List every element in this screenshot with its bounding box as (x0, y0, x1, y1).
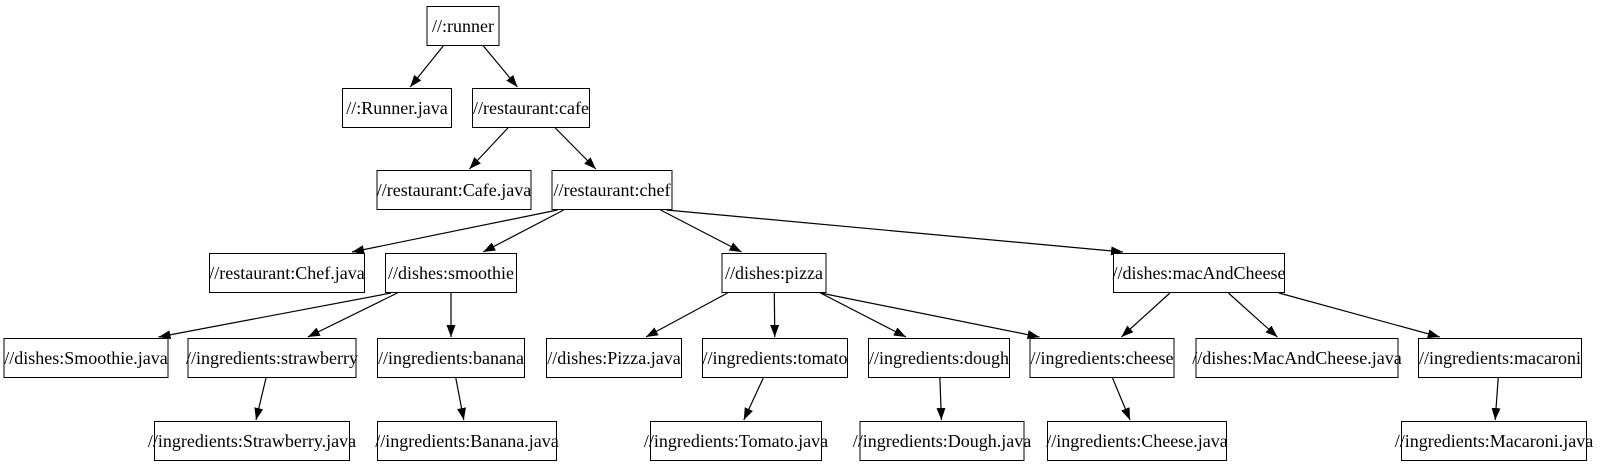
edge-mac-and-cheese-to-cheese (1120, 292, 1171, 338)
edge-mac-and-cheese-to-mac-and-cheese-java (1227, 292, 1278, 338)
node-dough: //ingredients:dough (868, 338, 1010, 378)
node-smoothie: //dishes:smoothie (385, 253, 517, 293)
node-dough-java: //ingredients:Dough.java (853, 421, 1031, 461)
edge-cafe-to-chef (554, 127, 597, 170)
edge-pizza-to-dough (820, 292, 907, 338)
node-strawberry-java: //ingredients:Strawberry.java (148, 421, 356, 461)
edge-pizza-to-pizza-java (645, 292, 728, 338)
node-cheese: //ingredients:cheese (1029, 338, 1175, 378)
edge-mac-and-cheese-to-macaroni (1278, 292, 1440, 339)
edge-smoothie-to-strawberry (307, 292, 398, 338)
edge-chef-to-smoothie (482, 209, 564, 253)
node-strawberry: //ingredients:strawberry (186, 338, 358, 378)
node-banana: //ingredients:banana (377, 338, 525, 378)
edge-tomato-to-tomato-java (743, 377, 764, 421)
node-cheese-java: //ingredients:Cheese.java (1046, 421, 1228, 461)
edge-group (158, 45, 1501, 421)
node-pizza-java: //dishes:Pizza.java (546, 338, 682, 378)
edge-chef-to-pizza (660, 209, 742, 253)
node-mac-and-cheese: //dishes:macAndCheese (1113, 253, 1285, 293)
node-mac-and-cheese-java: //dishes:MacAndCheese.java (1192, 338, 1402, 378)
edge-dough-to-dough-java (936, 377, 946, 421)
node-banana-java: //ingredients:Banana.java (375, 421, 559, 461)
edge-cheese-to-cheese-java (1111, 377, 1131, 421)
node-chef: //restaurant:chef (551, 170, 673, 210)
edge-smoothie-to-smoothie-java (158, 292, 392, 340)
node-pizza: //dishes:pizza (721, 253, 827, 293)
edge-pizza-to-tomato (770, 292, 780, 338)
node-cafe: //restaurant:cafe (472, 88, 590, 128)
node-runner: //:runner (426, 6, 500, 46)
node-tomato: //ingredients:tomato (702, 338, 848, 378)
node-tomato-java: //ingredients:Tomato.java (644, 421, 828, 461)
edge-chef-to-chef-java (351, 209, 558, 255)
edge-banana-to-banana-java (455, 377, 466, 421)
edge-runner-to-cafe (482, 45, 518, 88)
node-smoothie-java: //dishes:Smoothie.java (3, 338, 169, 378)
node-macaroni-java: //ingredients:Macaroni.java (1395, 421, 1593, 461)
node-macaroni: //ingredients:macaroni (1418, 338, 1582, 378)
node-cafe-java: //restaurant:Cafe.java (376, 170, 532, 210)
edge-macaroni-to-macaroni-java (1491, 377, 1501, 421)
edge-pizza-to-cheese (820, 292, 1040, 340)
node-chef-java: //restaurant:Chef.java (209, 253, 365, 293)
edge-strawberry-to-strawberry-java (254, 377, 267, 421)
edge-chef-to-mac-and-cheese (666, 209, 1124, 256)
edge-runner-to-runner-java (409, 45, 444, 88)
node-runner-java: //:Runner.java (342, 88, 452, 128)
edge-cafe-to-cafe-java (468, 127, 509, 170)
